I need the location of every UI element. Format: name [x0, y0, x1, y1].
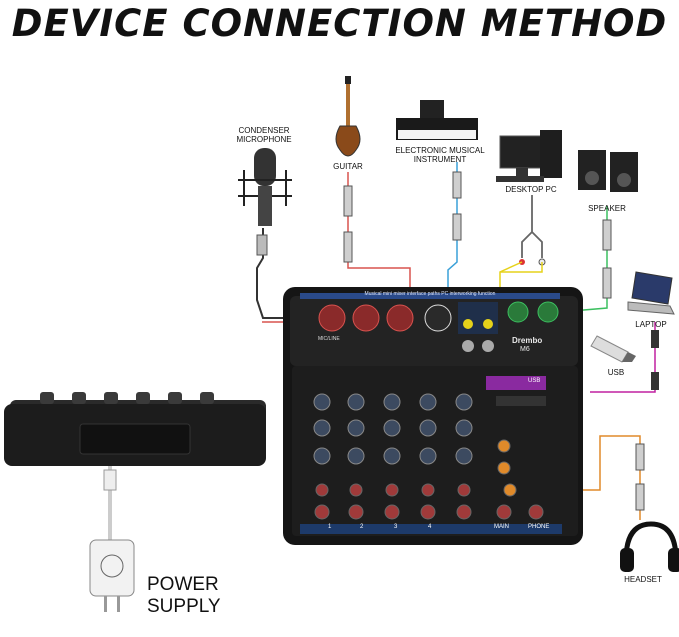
guitar-cable — [343, 172, 411, 300]
channel-3: 3 — [394, 524, 398, 530]
laptop-icon — [627, 271, 675, 315]
usb-stick-icon — [590, 335, 636, 363]
channel-4: 4 — [428, 524, 432, 530]
headset-icon — [620, 521, 679, 572]
power-label-line2: SUPPLY — [147, 596, 221, 617]
mixer-model: M6 — [520, 346, 530, 353]
usb-panel-label: USB — [528, 378, 541, 384]
mixer-top-view — [283, 287, 583, 545]
mixer-side-view — [4, 392, 266, 466]
phone-label: PHONE — [528, 524, 550, 530]
desktop-icon — [496, 130, 562, 182]
keyboard-label: ELECTRONIC MUSICAL INSTRUMENT — [395, 146, 485, 164]
microphone-icon — [238, 148, 292, 226]
usb-label: USB — [607, 368, 625, 377]
power-supply-icon — [89, 539, 135, 612]
power-supply-label: POWER SUPPLY — [147, 574, 221, 618]
page-title: DEVICE CONNECTION METHOD — [11, 2, 668, 45]
knob-grid — [313, 393, 544, 520]
power-label-line1: POWER — [147, 574, 219, 595]
headset-label: HEADSET — [624, 575, 662, 584]
channel-numbers: 1 2 3 4 — [328, 524, 438, 530]
speaker-icon — [578, 150, 638, 192]
microphone-label: CONDENSER MICROPHONE — [236, 126, 292, 144]
channel-2: 2 — [360, 524, 364, 530]
desktop-label: DESKTOP PC — [505, 185, 557, 194]
laptop-label: LAPTOP — [635, 320, 667, 329]
headset-cable — [550, 435, 645, 520]
guitar-icon — [335, 76, 361, 157]
channel-1: 1 — [328, 524, 332, 530]
guitar-label: GUITAR — [333, 162, 363, 171]
laptop-cable — [590, 322, 659, 393]
speaker-label: SPEAKER — [588, 204, 626, 213]
power-cable — [103, 452, 117, 540]
keyboard-icon — [396, 100, 478, 140]
mic-line-label: MIC/LINE — [318, 336, 340, 342]
keyboard-cable — [447, 162, 462, 300]
mixer-brand: Drembo — [512, 336, 543, 345]
mixer-banner: Musical mini mixer interface paths PC in… — [364, 291, 496, 297]
main-label: MAIN — [494, 524, 509, 530]
